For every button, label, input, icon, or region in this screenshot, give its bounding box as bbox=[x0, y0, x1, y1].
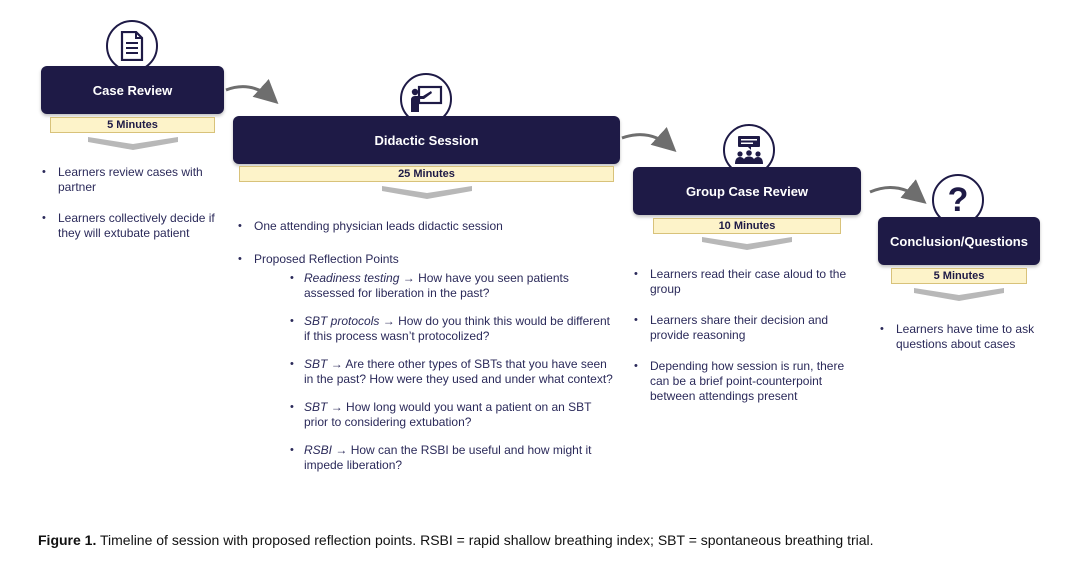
reflection-point: SBT → How long would you want a patient … bbox=[290, 400, 616, 430]
duration-label: 5 Minutes bbox=[107, 119, 158, 131]
arrow-group-to-conclusion bbox=[869, 179, 927, 204]
duration-badge-group-case-review: 10 Minutes bbox=[653, 218, 841, 234]
stage-title: Didactic Session bbox=[374, 132, 479, 148]
stage-title: Case Review bbox=[92, 82, 173, 98]
duration-badge-case-review: 5 Minutes bbox=[50, 117, 215, 133]
reflection-point: SBT → Are there other types of SBTs that… bbox=[290, 357, 616, 387]
list-item: Learners review cases with partner bbox=[40, 165, 230, 195]
duration-label: 5 Minutes bbox=[933, 270, 985, 282]
arrow-didactic-to-group bbox=[621, 127, 677, 153]
stage-title: Conclusion/Questions bbox=[890, 233, 1028, 249]
group-case-review-bullets: Learners read their case aloud to the gr… bbox=[632, 267, 864, 404]
duration-badge-didactic-session: 25 Minutes bbox=[239, 166, 614, 182]
reflection-point: RSBI → How can the RSBI be useful and ho… bbox=[290, 443, 616, 473]
case-review-bullets: Learners review cases with partner Learn… bbox=[40, 165, 230, 241]
duration-badge-conclusion: 5 Minutes bbox=[891, 268, 1027, 284]
reflection-points-list: Readiness testing → How have you seen pa… bbox=[254, 271, 616, 473]
list-item: Learners share their decision and provid… bbox=[632, 313, 864, 343]
stage-header-case-review: Case Review bbox=[41, 66, 224, 114]
down-chevron-icon bbox=[88, 137, 178, 150]
caption-label: Figure 1. bbox=[38, 532, 97, 548]
didactic-session-bullets: One attending physician leads didactic s… bbox=[236, 219, 616, 473]
list-item: Learners have time to ask questions abou… bbox=[878, 322, 1038, 352]
arrow-case-to-didactic bbox=[225, 79, 279, 105]
down-chevron-icon bbox=[914, 288, 1004, 301]
document-icon bbox=[106, 20, 158, 72]
list-item: One attending physician leads didactic s… bbox=[236, 219, 616, 234]
list-item: Learners collectively decide if they wil… bbox=[40, 211, 230, 241]
duration-label: 25 Minutes bbox=[398, 168, 455, 180]
stage-header-conclusion: Conclusion/Questions bbox=[878, 217, 1040, 265]
stage-title: Group Case Review bbox=[685, 183, 809, 199]
figure-caption: Figure 1. Timeline of session with propo… bbox=[38, 532, 1058, 548]
list-item: Proposed Reflection Points Readiness tes… bbox=[236, 252, 616, 473]
caption-text: Timeline of session with proposed reflec… bbox=[96, 532, 874, 548]
duration-label: 10 Minutes bbox=[718, 220, 776, 232]
stage-header-didactic-session: Didactic Session bbox=[233, 116, 620, 164]
down-chevron-icon bbox=[702, 237, 792, 250]
stage-header-group-case-review: Group Case Review bbox=[633, 167, 861, 215]
reflection-point: SBT protocols → How do you think this wo… bbox=[290, 314, 616, 344]
conclusion-bullets: Learners have time to ask questions abou… bbox=[878, 322, 1038, 352]
down-chevron-icon bbox=[382, 186, 472, 199]
list-item: Learners read their case aloud to the gr… bbox=[632, 267, 864, 297]
reflection-point: Readiness testing → How have you seen pa… bbox=[290, 271, 616, 301]
list-item: Depending how session is run, there can … bbox=[632, 359, 864, 404]
